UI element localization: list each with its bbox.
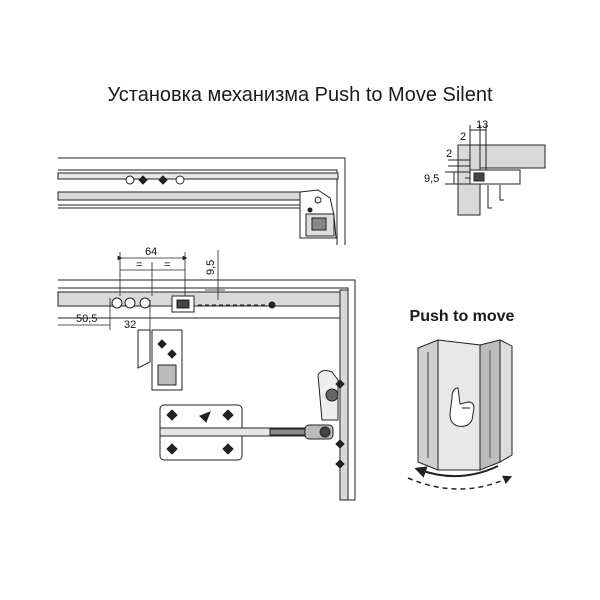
push-to-move-label: Push to move	[409, 308, 515, 325]
dim-2-top: 2	[460, 131, 466, 143]
main-cabinet-view	[57, 279, 356, 501]
dim-64: 64	[145, 246, 157, 258]
hand-push-icon	[449, 387, 475, 427]
dim-9-5-detail: 9,5	[424, 173, 439, 185]
dim-2-side: 2	[446, 148, 452, 160]
push-to-move-illustration	[407, 339, 513, 490]
dim-9-5-vertical: 9,5	[205, 260, 217, 275]
main-dimensions	[58, 250, 225, 330]
dim-eq2: =	[164, 259, 170, 271]
dim-eq1: =	[136, 259, 142, 271]
dim-13: 13	[476, 119, 488, 131]
dim-50-5: 50,5	[76, 313, 97, 325]
page-title: Установка механизма Push to Move Silent	[107, 84, 493, 106]
detail-view	[445, 125, 546, 216]
top-cabinet-view	[57, 157, 346, 245]
dim-32: 32	[124, 319, 136, 331]
